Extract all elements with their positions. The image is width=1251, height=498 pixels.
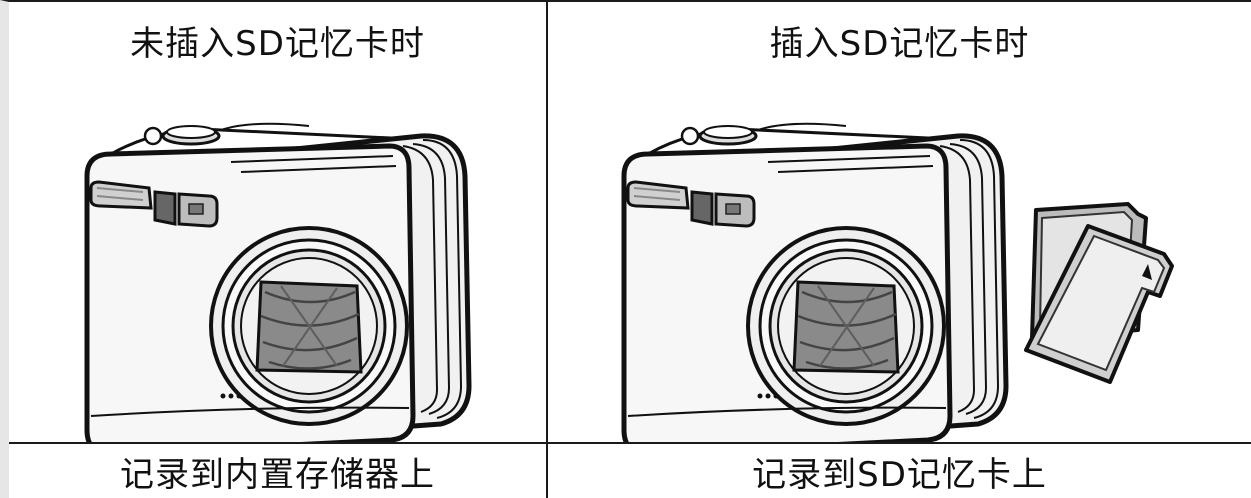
sd-card-icon: [1024, 202, 1174, 384]
camera-icon: [608, 116, 1018, 444]
header-with-sd: 插入SD记忆卡时: [769, 24, 1030, 64]
cell-with-sd: 插入SD记忆卡时: [548, 2, 1251, 444]
footer-sd-card: 记录到SD记忆卡上: [752, 454, 1047, 495]
cell-without-sd: 未插入SD记忆卡时: [9, 2, 548, 444]
footer-internal-memory: 记录到内置存储器上: [9, 444, 548, 498]
camera-icon: [71, 116, 481, 444]
header-without-sd: 未插入SD记忆卡时: [130, 24, 425, 64]
